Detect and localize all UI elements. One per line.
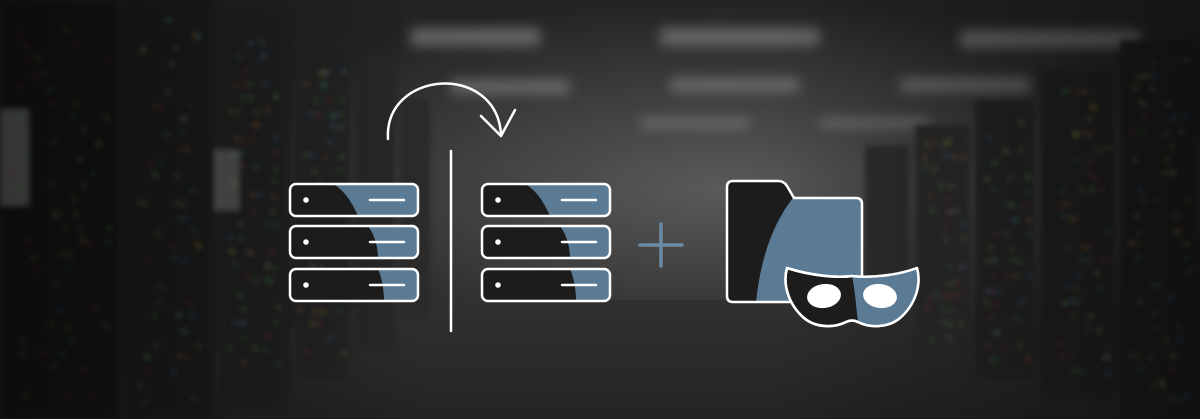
rotate-arrow-icon (386, 82, 517, 141)
server-unit (480, 182, 612, 218)
server-unit (480, 267, 612, 303)
mask-icon (784, 266, 920, 328)
server-unit (288, 224, 420, 260)
mask-eye-left (807, 283, 841, 309)
mask-eye-right (863, 283, 897, 309)
server-unit (288, 182, 420, 218)
server-unit (288, 267, 420, 303)
server-stack-icon (480, 182, 612, 303)
server-unit (480, 224, 612, 260)
plus-icon (638, 222, 684, 268)
server-stack-icon (288, 182, 420, 303)
